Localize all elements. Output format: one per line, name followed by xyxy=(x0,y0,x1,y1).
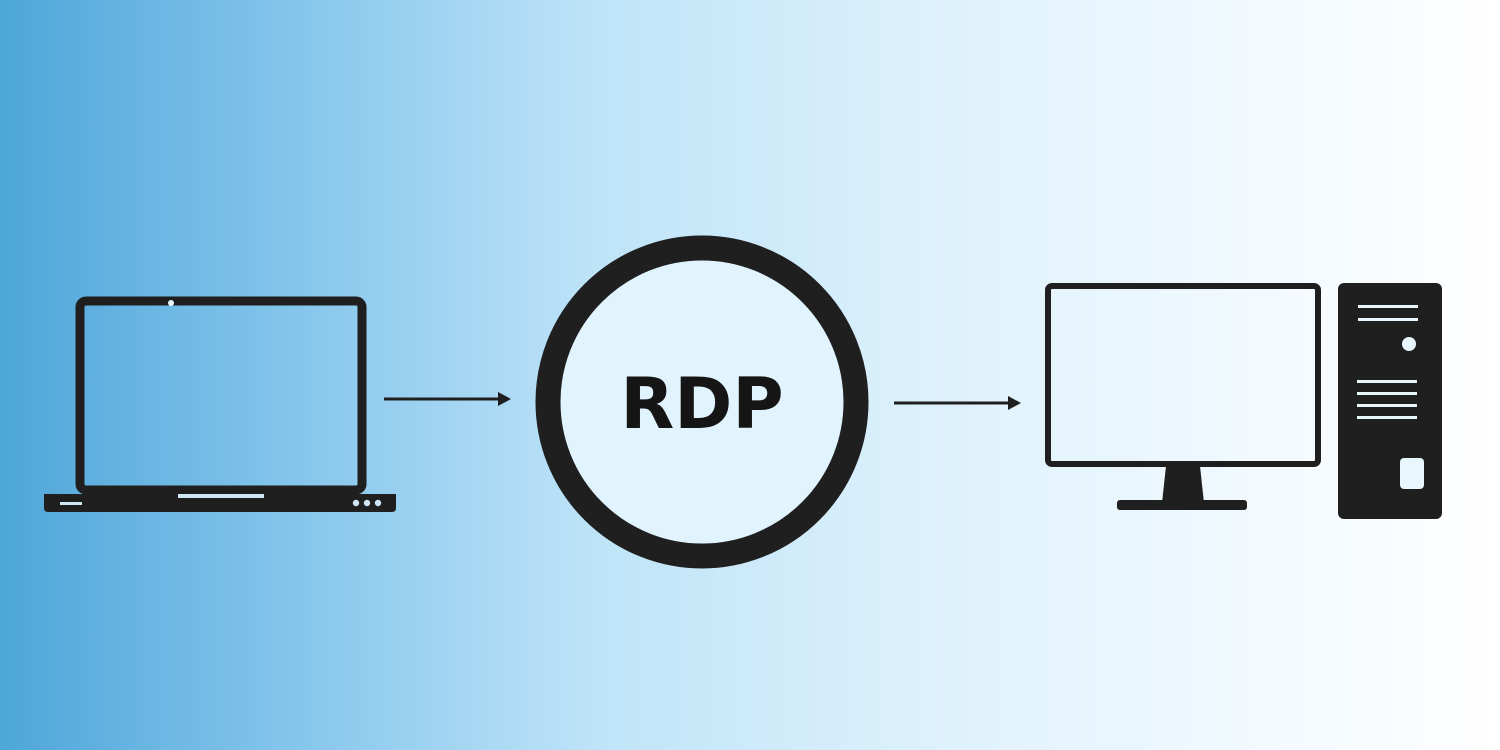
desktop-computer-icon xyxy=(1045,283,1442,519)
rdp-circle xyxy=(535,235,869,569)
tower-power-button xyxy=(1402,337,1416,351)
monitor-stand-base xyxy=(1117,500,1247,510)
laptop-screen xyxy=(75,296,367,495)
tower-vent-line xyxy=(1358,305,1418,308)
arrow-right-icon xyxy=(894,396,1021,410)
rdp-node: RDP xyxy=(535,235,869,569)
tower-drive-slot xyxy=(1400,458,1424,489)
laptop-notch xyxy=(178,494,264,498)
tower-vent-line xyxy=(1357,380,1417,383)
laptop-slot xyxy=(60,502,82,505)
laptop-indicator-dot xyxy=(374,499,382,507)
arrow-right-icon xyxy=(384,392,511,406)
laptop-icon xyxy=(44,296,396,512)
monitor-stand-neck xyxy=(1162,466,1204,503)
tower-vent-line xyxy=(1357,392,1417,395)
tower-vent-line xyxy=(1357,416,1417,419)
monitor-screen xyxy=(1045,283,1321,467)
laptop-indicator-dot xyxy=(363,499,371,507)
tower-vent-line xyxy=(1358,318,1418,321)
rdp-label: RDP xyxy=(620,363,783,445)
laptop-webcam xyxy=(168,300,174,306)
laptop-indicator-dot xyxy=(352,499,360,507)
tower-vent-line xyxy=(1357,404,1417,407)
laptop-base xyxy=(44,494,396,512)
